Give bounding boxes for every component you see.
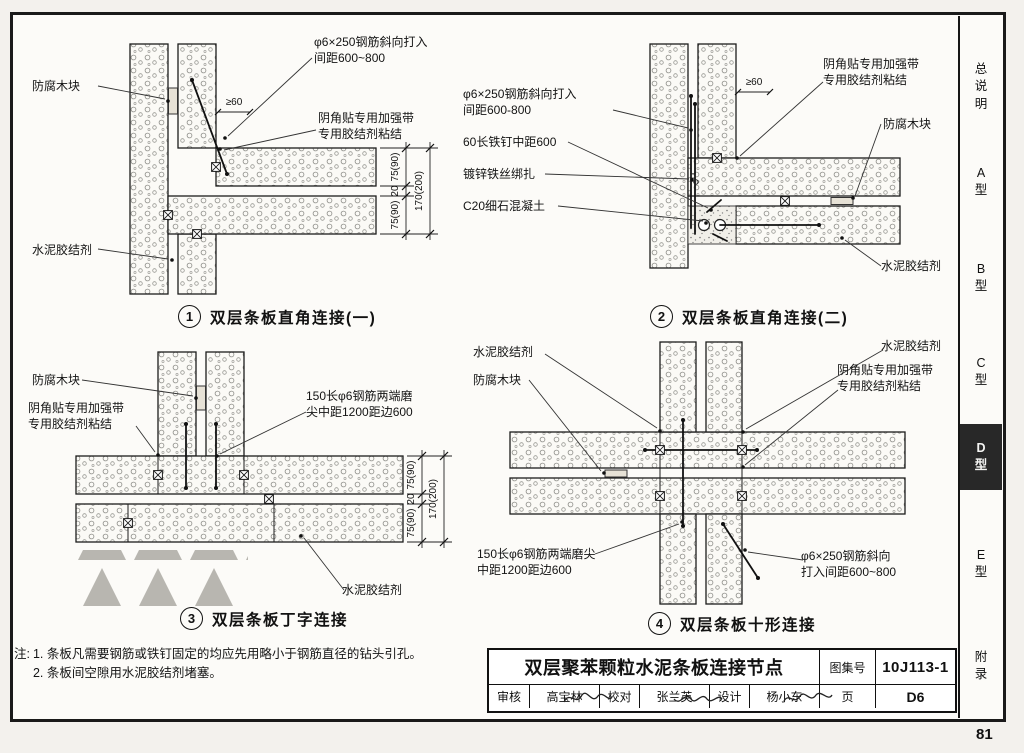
title-block-row-2: 审核 高宝林 校对 张兰英 设计 杨小东 页 D6 — [489, 684, 955, 708]
proof-name: 张兰英 — [639, 685, 709, 708]
clear-dim: ≥60 — [214, 97, 254, 116]
svg-text:75(90): 75(90) — [406, 509, 417, 538]
title-block: 双层聚苯颗粒水泥条板连接节点 图集号 10J113-1 审核 高宝林 校对 张兰… — [487, 648, 957, 713]
dimension-chain: 75(90) 20 75(90) 170(200) — [380, 142, 438, 240]
label-cement-adhesive: 水泥胶结剂 — [881, 339, 942, 353]
audit-label: 审核 — [496, 690, 521, 704]
proof-label: 校对 — [599, 685, 639, 708]
design-name: 杨小东 — [749, 685, 819, 708]
wall-panels — [75, 351, 404, 543]
title-block-row-1: 双层聚苯颗粒水泥条板连接节点 图集号 10J113-1 — [489, 650, 955, 684]
figure-number-badge: 4 — [648, 612, 671, 635]
figure-3-drawing: 75(90) 20 75(90) 170(200) — [75, 351, 452, 606]
notes-items: 1. 条板凡需要钢筋或铁钉固定的均应先用略小于钢筋直径的钻头引孔。 2. 条板间… — [33, 645, 422, 683]
sidebar: 总说明 A型 B型 C型 D型 E型 附录 — [958, 16, 1002, 718]
figure-1-drawing: ≥60 75(90) 2 — [97, 43, 438, 295]
leader-lines — [81, 379, 345, 591]
label-wire-tie: 镀锌铁丝绑扎 — [463, 167, 536, 181]
figure-caption-text: 双层条板直角连接(二) — [682, 309, 849, 327]
sidebar-tab-type-b[interactable]: B型 — [974, 261, 988, 294]
audit-name: 高宝林 — [529, 685, 599, 708]
label-rebar: φ6×250钢筋斜向 打入间距600~800 — [801, 549, 897, 580]
note-item: 1. 条板凡需要钢筋或铁钉固定的均应先用略小于钢筋直径的钻头引孔。 — [32, 647, 422, 661]
wire-tie-shape — [690, 173, 699, 185]
figure-caption-text: 双层条板直角连接(一) — [210, 309, 377, 327]
figure-caption-text: 双层条板丁字连接 — [212, 611, 349, 629]
svg-text:≥60: ≥60 — [226, 97, 243, 108]
sheet-title: 双层聚苯颗粒水泥条板连接节点 — [524, 658, 784, 678]
figure-3-caption: 3 双层条板丁字连接 — [180, 607, 348, 630]
sheet-page-label: 页 — [819, 685, 875, 708]
figure-1-caption: 1 双层条板直角连接(一) — [178, 305, 376, 328]
leader-lines — [97, 57, 317, 262]
figure-4-caption: 4 双层条板十形连接 — [648, 612, 816, 635]
wood-block-shape — [604, 469, 628, 478]
label-concrete: C20细石混凝土 — [463, 199, 546, 213]
leader-lines — [544, 81, 882, 267]
svg-text:170(200): 170(200) — [414, 171, 425, 211]
wall-panels — [649, 43, 901, 269]
svg-text:20: 20 — [406, 493, 417, 505]
wood-block-shape — [168, 87, 178, 115]
leader-lines — [528, 349, 884, 561]
label-wood-block: 防腐木块 — [883, 117, 932, 131]
notes-label: 注: — [14, 647, 30, 661]
design-label: 设计 — [709, 685, 749, 708]
label-wood-block: 防腐木块 — [32, 373, 81, 387]
figure-2-drawing: ≥60 — [544, 43, 901, 269]
dimension-chain: 75(90) 20 75(90) 170(200) — [406, 450, 452, 548]
sidebar-tab-type-c[interactable]: C型 — [974, 355, 988, 388]
sidebar-tab-type-a[interactable]: A型 — [974, 165, 988, 198]
label-cement-adhesive: 水泥胶结剂 — [32, 243, 93, 257]
figure-4-drawing — [509, 341, 906, 605]
label-wood-block: 防腐木块 — [32, 79, 81, 93]
figure-2-caption: 2 双层条板直角连接(二) — [650, 305, 848, 328]
label-nail: 60长铁钉中距600 — [463, 135, 557, 149]
svg-text:170(200): 170(200) — [428, 479, 439, 519]
svg-text:20: 20 — [390, 185, 401, 197]
label-cement-adhesive: 水泥胶结剂 — [881, 259, 942, 273]
label-dowel-bar: 150长φ6钢筋两端磨 尖中距1200距边600 — [306, 389, 413, 420]
figure-caption-text: 双层条板十形连接 — [680, 616, 817, 634]
figure-number-badge: 2 — [650, 305, 673, 328]
anchor-bars-shape — [689, 94, 821, 235]
figure-number-badge: 1 — [178, 305, 201, 328]
page-number: 81 — [976, 726, 993, 743]
clear-dim: ≥60 — [734, 77, 774, 96]
figure-4: 水泥胶结剂 防腐木块 水泥胶结剂 阴角贴专用加强带 专用胶结剂粘结 150长φ6… — [455, 332, 955, 617]
label-corner-tape: 阴角贴专用加强带 专用胶结剂粘结 — [823, 57, 920, 88]
sidebar-tab-type-d[interactable]: D型 — [960, 424, 1002, 490]
svg-text:≥60: ≥60 — [746, 77, 763, 88]
rebar-shape — [190, 78, 229, 176]
wood-block-shape — [830, 197, 854, 205]
sidebar-tab-type-e[interactable]: E型 — [974, 547, 988, 580]
figure-number-badge: 3 — [180, 607, 203, 630]
label-rebar: φ6×250钢筋斜向打入 间距600~800 — [314, 35, 428, 66]
figure-2: ≥60 φ6×250钢筋斜向打入 间距600-800 60长铁钉中距600 镀锌… — [455, 28, 955, 313]
svg-text:75(90): 75(90) — [406, 461, 417, 490]
wall-panels — [129, 43, 377, 295]
figure-3: 75(90) 20 75(90) 170(200) 防腐木块 阴角贴专用加强带 … — [18, 338, 463, 616]
label-wood-block: 防腐木块 — [473, 373, 522, 387]
sidebar-tab-appendix[interactable]: 附录 — [974, 649, 988, 682]
atlas-number-label: 图集号 — [819, 650, 875, 684]
label-cement-adhesive: 水泥胶结剂 — [342, 583, 403, 597]
sheet-page-number: D6 — [875, 685, 955, 708]
note-item: 2. 条板间空隙用水泥胶结剂堵塞。 — [32, 665, 222, 680]
figure-1: ≥60 75(90) 2 — [18, 28, 460, 306]
sidebar-tab-general-notes[interactable]: 总说明 — [974, 61, 988, 111]
finish-hatch-band — [76, 550, 248, 606]
label-corner-tape: 阴角贴专用加强带 专用胶结剂粘结 — [837, 363, 934, 394]
label-cement-adhesive: 水泥胶结剂 — [473, 345, 534, 359]
label-corner-tape: 阴角贴专用加强带 专用胶结剂粘结 — [318, 111, 415, 142]
label-dowel-bar: 150长φ6钢筋两端磨尖 中距1200距边600 — [477, 547, 596, 578]
svg-text:75(90): 75(90) — [390, 153, 401, 182]
label-corner-tape: 阴角贴专用加强带 专用胶结剂粘结 — [28, 401, 125, 432]
atlas-number: 10J113-1 — [875, 650, 955, 684]
svg-text:75(90): 75(90) — [390, 201, 401, 230]
wood-block-shape — [196, 385, 206, 411]
notes: 注: 1. 条板凡需要钢筋或铁钉固定的均应先用略小于钢筋直径的钻头引孔。 2. … — [14, 645, 488, 683]
label-rebar: φ6×250钢筋斜向打入 间距600-800 — [463, 87, 577, 118]
